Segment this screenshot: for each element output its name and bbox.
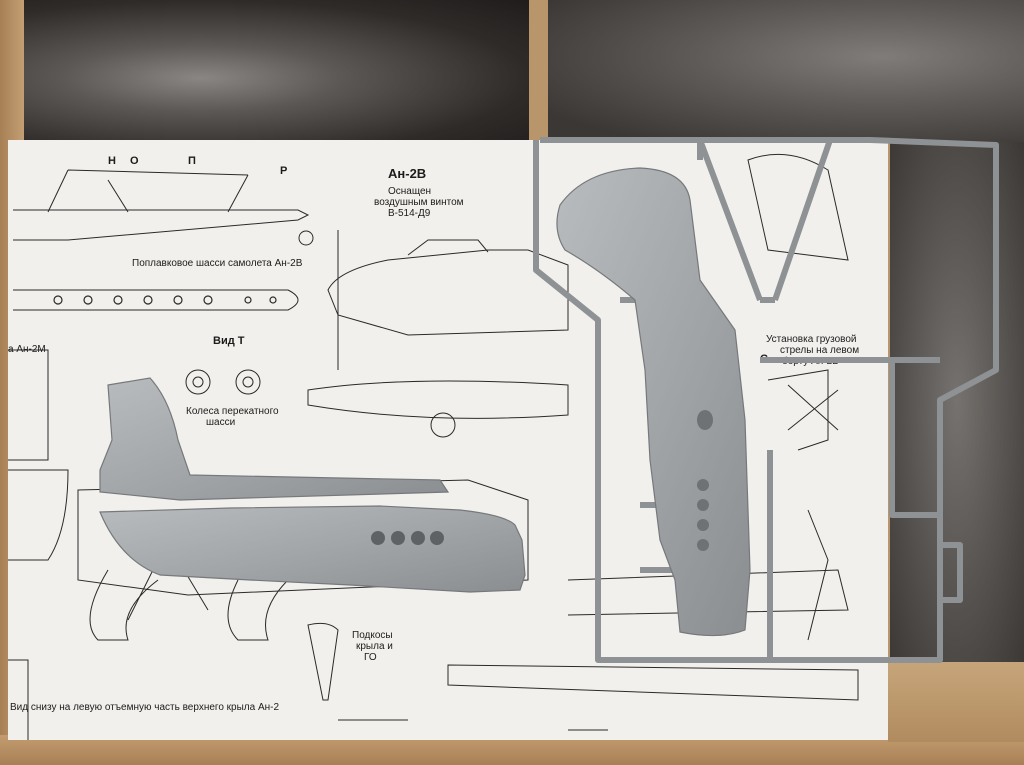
equipped-line-1: Оснащен [388, 186, 432, 197]
cargo-line-2: стрелы на левом [780, 345, 860, 356]
section-mark-p: П [188, 155, 196, 167]
tail-fin-part [99, 377, 450, 501]
section-mark-o: О [130, 155, 139, 167]
section-mark-h: Н [108, 155, 116, 167]
wood-strip-bottom [0, 735, 1024, 765]
an2m-caption: а Ан-2М [8, 344, 46, 355]
equipped-line-2: воздушным винтом [374, 197, 464, 208]
stone-tile-top-right [548, 0, 1024, 142]
stone-tile-top-left [24, 0, 529, 142]
view-t-caption: Вид Т [213, 335, 245, 347]
struts-line-1: Подкосы [352, 630, 393, 641]
struts-line-2: крыла и [356, 641, 393, 652]
float-gear-caption: Поплавковое шасси самолета Ан-2В [132, 258, 303, 269]
equipped-line-3: В-514-Д9 [388, 208, 431, 219]
fuselage-half-vertical [556, 167, 751, 637]
cargo-line-1: Установка грузовой [766, 334, 857, 345]
wheels-line-2: шасси [206, 417, 236, 428]
window-hole [697, 410, 713, 430]
wood-strip-right-bottom [888, 662, 1024, 742]
sheet-line-drawings [8, 153, 859, 740]
model-title: Ан-2В [388, 166, 427, 181]
section-mark-r: Р [280, 165, 288, 177]
wheels-line-1: Колеса перекатного [186, 406, 279, 417]
struts-line-3: ГО [364, 652, 377, 663]
fuselage-half-horizontal [99, 505, 526, 593]
bottom-caption: Вид снизу на левую отъемную часть верхне… [10, 702, 280, 713]
